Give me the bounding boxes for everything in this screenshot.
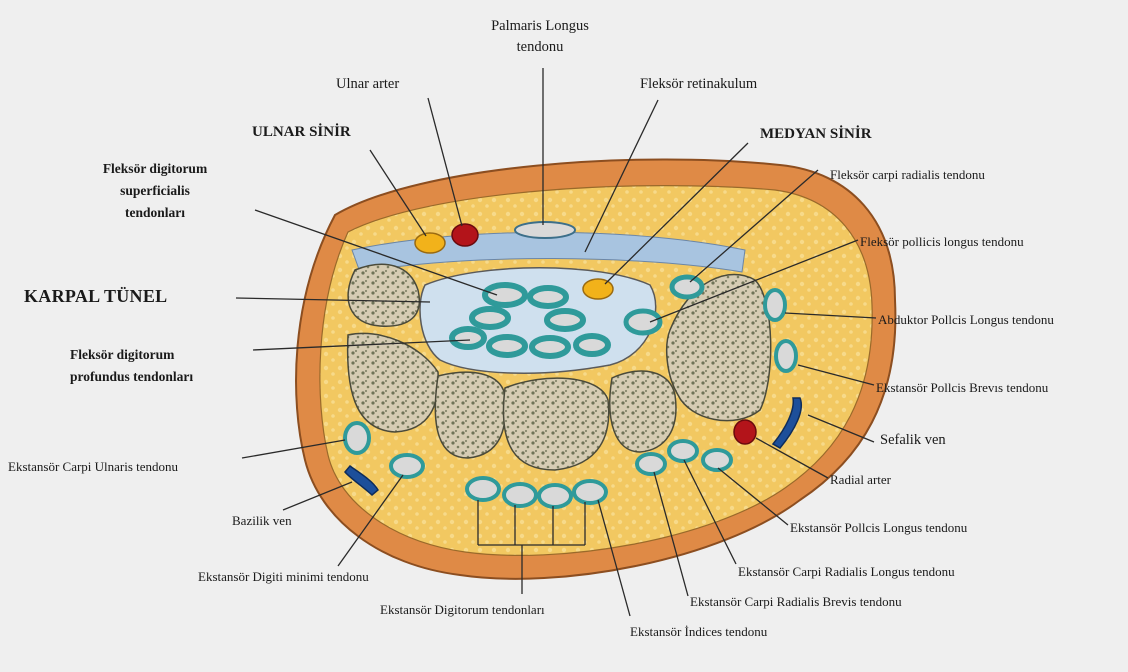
ulnar-nerve-shape [415,233,445,253]
ecrl-tendon [669,441,697,461]
label-fds-line2: superficialis [70,180,240,202]
label-fds-line1: Fleksör digitorum [70,158,240,180]
fpl-tendon [626,311,660,333]
label-palmaris-longus-line1: Palmaris Longus [450,16,630,37]
ecrb-tendon [637,454,665,474]
label-fcr: Fleksör carpi radialis tendonu [830,164,985,185]
hamate-bone [348,264,419,326]
carpal-tunnel-outline [420,268,656,373]
edm-tendon [391,455,423,477]
label-ei: Ekstansör İndices tendonu [630,621,767,642]
label-fdp-line2: profundus tendonları [70,366,193,388]
label-ecrb: Ekstansör Carpi Radialis Brevis tendonu [690,591,902,612]
label-ecu: Ekstansör Carpi Ulnaris tendonu [8,456,178,477]
ulnar-artery-shape [452,224,478,246]
label-fleksor-retinakulum: Fleksör retinakulum [640,74,757,95]
label-radial-arter: Radial arter [830,469,891,490]
label-palmaris-longus-line2: tendonu [450,37,630,58]
label-fdp: Fleksör digitorum profundus tendonları [70,344,193,388]
label-fpl: Fleksör pollicis longus tendonu [860,231,1024,252]
median-nerve-shape [583,279,613,299]
ecu-tendon [345,423,369,453]
radial-artery-shape [734,420,756,444]
label-ulnar-sinir: ULNAR SİNİR [252,122,351,143]
epl-tendon [703,450,731,470]
epb-tendon [776,341,796,371]
label-medyan-sinir: MEDYAN SİNİR [760,124,872,145]
label-apl: Abduktor Pollcis Longus tendonu [878,309,1054,330]
label-fds: Fleksör digitorum superficialis tendonla… [70,158,240,224]
lunate-bone [435,372,505,458]
trapezoid-bone [610,371,676,452]
label-sefalik-ven: Sefalik ven [880,430,946,451]
label-palmaris-longus: Palmaris Longus tendonu [450,16,630,58]
label-ecrl: Ekstansör Carpi Radialis Longus tendonu [738,561,955,582]
fcr-tendon [672,277,702,297]
label-fds-line3: tendonları [70,202,240,224]
label-epb: Ekstansör Pollcis Brevıs tendonu [876,377,1048,398]
label-edm: Ekstansör Digiti minimi tendonu [198,566,369,587]
label-ulnar-arter: Ulnar arter [336,74,399,95]
label-fdp-line1: Fleksör digitorum [70,344,193,366]
palmaris-longus-shape [515,222,575,238]
label-ed: Ekstansör Digitorum tendonları [380,599,545,620]
apl-tendon [765,290,785,320]
label-karpal-tunel: KARPAL TÜNEL [24,286,167,307]
label-epl: Ekstansör Pollcis Longus tendonu [790,517,967,538]
label-bazilik-ven: Bazilik ven [232,510,292,531]
